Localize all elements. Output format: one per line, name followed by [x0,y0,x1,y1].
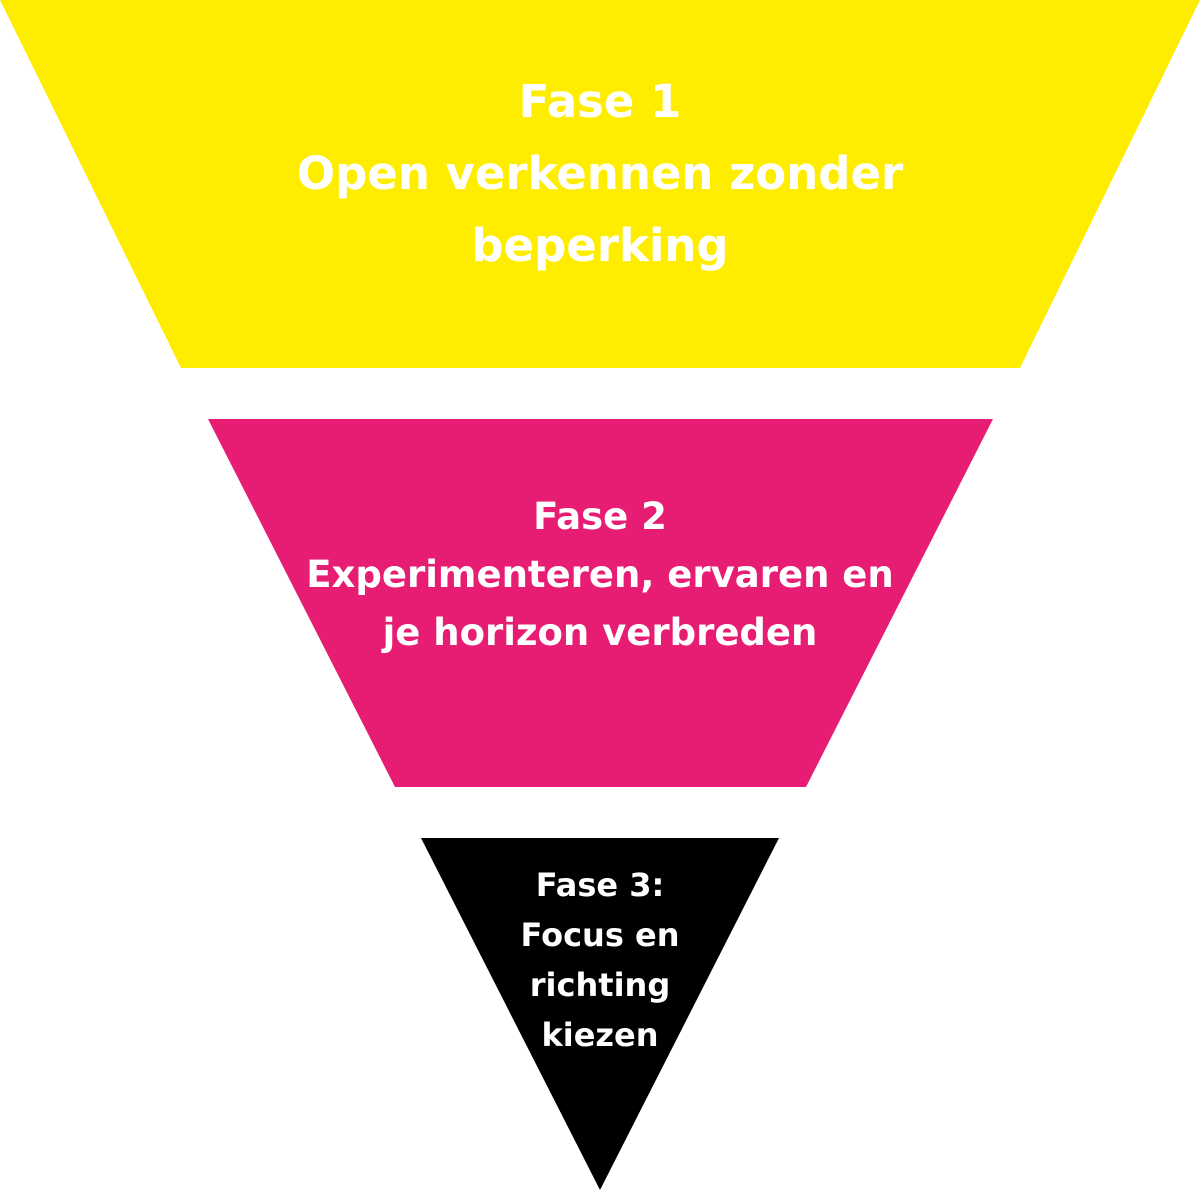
phase-2-label: Fase 2 Experimenteren, ervaren en je hor… [0,488,1200,662]
phase-2-trapezoid [208,419,993,787]
phase-1-title: Fase 1 [518,75,682,128]
phase-1-text-line: Open verkennen zonder [296,147,904,200]
phase-3-text-line: Focus en [520,916,680,954]
phase-2-text-line: Experimenteren, ervaren en [306,553,894,596]
phase-3-text-line: kiezen [541,1016,659,1054]
phase-3-title: Fase 3: [535,866,665,904]
phase-1-text-line: beperking [471,219,729,272]
phase-3-text-line: richting [529,966,671,1004]
phase-3-label: Fase 3: Focus en richting kiezen [0,860,1200,1060]
phase-1-trapezoid [0,0,1200,368]
phase-2-title: Fase 2 [533,495,667,538]
phase-2-text-line: je horizon verbreden [382,611,818,654]
phase-1-label: Fase 1 Open verkennen zonder beperking [0,66,1200,282]
phase-3-triangle [421,838,779,1190]
